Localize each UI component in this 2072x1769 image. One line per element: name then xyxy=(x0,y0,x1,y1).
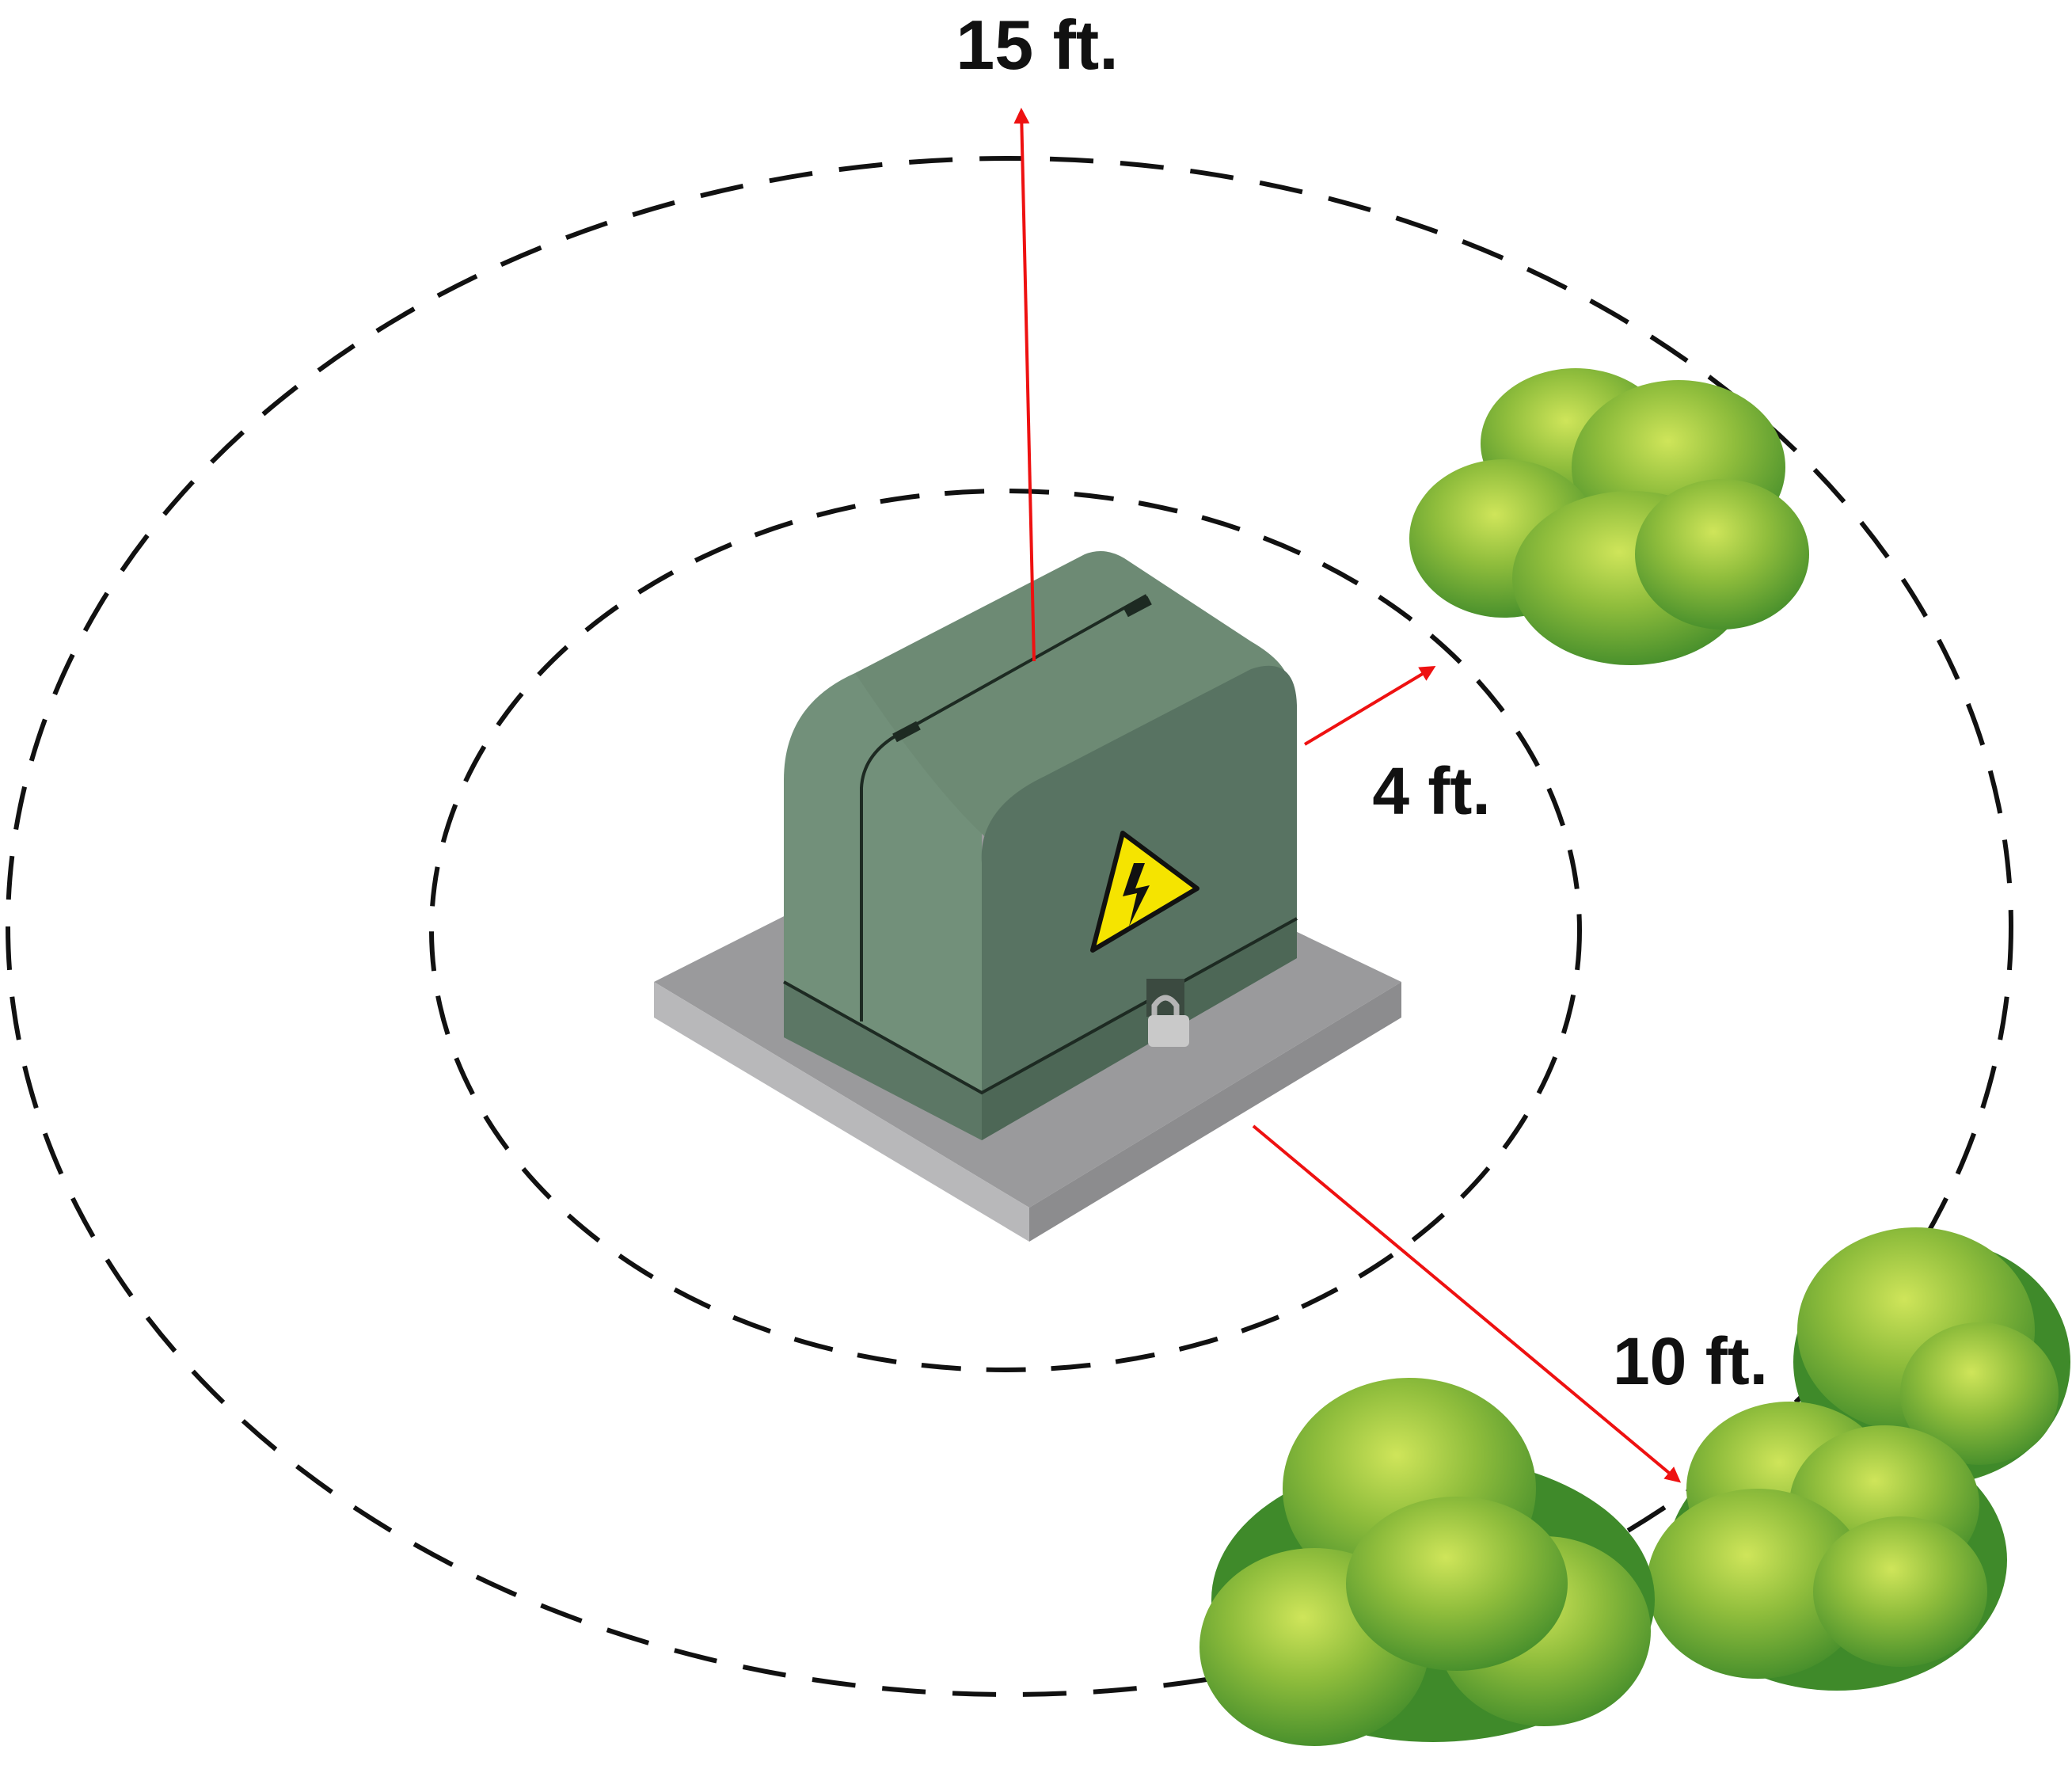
shrub-lower-right-back xyxy=(1793,1227,2070,1485)
shrub-lower-center xyxy=(1199,1378,1655,1746)
shrub-upper-right xyxy=(1409,368,1809,665)
label-4ft: 4 ft. xyxy=(1372,754,1490,828)
arrow-4ft xyxy=(1303,665,1436,746)
high-voltage-warning-icon xyxy=(1090,831,1199,953)
arrow-15ft xyxy=(1013,108,1036,662)
padlock-icon xyxy=(1146,979,1189,1047)
label-10ft: 10 ft. xyxy=(1613,1324,1768,1398)
inner-clearance-ring xyxy=(429,489,1582,1372)
arrow-10ft xyxy=(1252,1124,1682,1483)
outer-clearance-ring xyxy=(6,156,2013,1697)
pad-mounted-transformer xyxy=(783,551,1298,1140)
label-15ft: 15 ft. xyxy=(956,6,1118,84)
shrub-lower-right-front xyxy=(1647,1402,2007,1691)
